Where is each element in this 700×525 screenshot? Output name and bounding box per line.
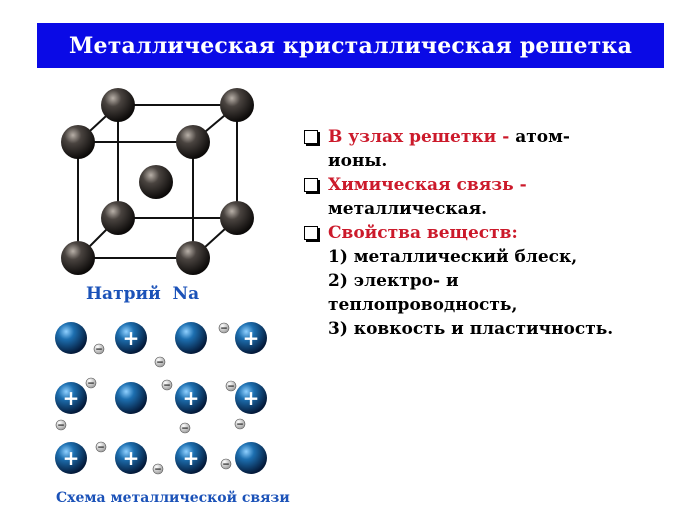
bullet-line: ионы. — [328, 151, 388, 171]
properties-list: В узлах решетки - атом- ионы. Химическая… — [302, 125, 682, 341]
bullet-line: теплопроводность, — [328, 295, 518, 315]
electron-icon: − — [85, 377, 97, 389]
electron-icon: − — [154, 356, 166, 368]
electrons: − − − − − − − − − − − − — [55, 322, 246, 475]
electron-icon: − — [152, 463, 164, 475]
atom — [235, 442, 267, 474]
lattice-atoms — [61, 88, 254, 275]
bullet-line: металлическая. — [328, 199, 488, 219]
bullet-heading: В узлах решетки - — [328, 127, 510, 147]
electron-icon: − — [95, 441, 107, 453]
plus-icon: + — [63, 446, 80, 470]
electron-icon: − — [218, 322, 230, 334]
bullet-line: 3) ковкость и пластичность. — [328, 319, 614, 339]
svg-text:−: − — [156, 358, 164, 368]
svg-text:−: − — [87, 379, 95, 389]
svg-text:−: − — [236, 420, 244, 430]
list-item: В узлах решетки - атом- ионы. — [302, 125, 682, 173]
svg-text:−: − — [222, 460, 230, 470]
atom — [176, 125, 210, 159]
atom — [115, 382, 147, 414]
ion: + — [175, 442, 207, 474]
electron-icon: − — [55, 419, 67, 431]
plus-icon: + — [123, 446, 140, 470]
electron-icon: − — [161, 379, 173, 391]
plus-icon: + — [123, 326, 140, 350]
title-banner: Металлическая кристаллическая решетка — [37, 23, 664, 68]
atom — [176, 241, 210, 275]
ion: + — [115, 442, 147, 474]
list-item: Химическая связь - металлическая. — [302, 173, 682, 221]
atom — [101, 201, 135, 235]
plus-icon: + — [183, 446, 200, 470]
atom — [220, 88, 254, 122]
svg-text:−: − — [181, 424, 189, 434]
atom — [55, 322, 87, 354]
svg-text:−: − — [95, 345, 103, 355]
ion: + — [235, 322, 267, 354]
atom — [101, 88, 135, 122]
ion: + — [175, 382, 207, 414]
bullet-inline-text: атом- — [515, 127, 570, 147]
metallic-bond-scheme: + + + + + + + + − − − − − − − − − − − − — [55, 322, 267, 475]
svg-text:−: − — [154, 465, 162, 475]
atom — [61, 125, 95, 159]
checkbox-bullet-icon — [304, 178, 318, 192]
bullet-line: 1) металлический блеск, — [328, 247, 578, 267]
checkbox-bullet-icon — [304, 130, 318, 144]
scheme-caption: Схема металлической связи — [56, 490, 290, 506]
atom — [175, 322, 207, 354]
atom — [220, 201, 254, 235]
plus-icon: + — [183, 386, 200, 410]
electron-icon: − — [93, 343, 105, 355]
electron-icon: − — [225, 380, 237, 392]
svg-text:−: − — [57, 421, 65, 431]
bullet-heading: Свойства веществ: — [328, 223, 518, 243]
bullet-line: 2) электро- и — [328, 271, 459, 291]
plus-icon: + — [63, 386, 80, 410]
svg-text:−: − — [163, 381, 171, 391]
bullet-heading: Химическая связь - — [328, 175, 527, 195]
electron-icon: − — [234, 418, 246, 430]
svg-text:−: − — [227, 382, 235, 392]
ion: + — [55, 442, 87, 474]
bcc-lattice-diagram — [77, 104, 238, 259]
list-item: Свойства веществ: 1) металлический блеск… — [302, 221, 682, 341]
atom-center — [139, 165, 173, 199]
sodium-label: Натрий Na — [86, 284, 200, 304]
plus-icon: + — [243, 386, 260, 410]
ion: + — [55, 382, 87, 414]
electron-icon: − — [220, 458, 232, 470]
svg-text:−: − — [97, 443, 105, 453]
plus-icon: + — [243, 326, 260, 350]
electron-icon: − — [179, 422, 191, 434]
ion: + — [115, 322, 147, 354]
page-title: Металлическая кристаллическая решетка — [68, 32, 633, 59]
ion: + — [235, 382, 267, 414]
atom — [61, 241, 95, 275]
checkbox-bullet-icon — [304, 226, 318, 240]
svg-text:−: − — [220, 324, 228, 334]
